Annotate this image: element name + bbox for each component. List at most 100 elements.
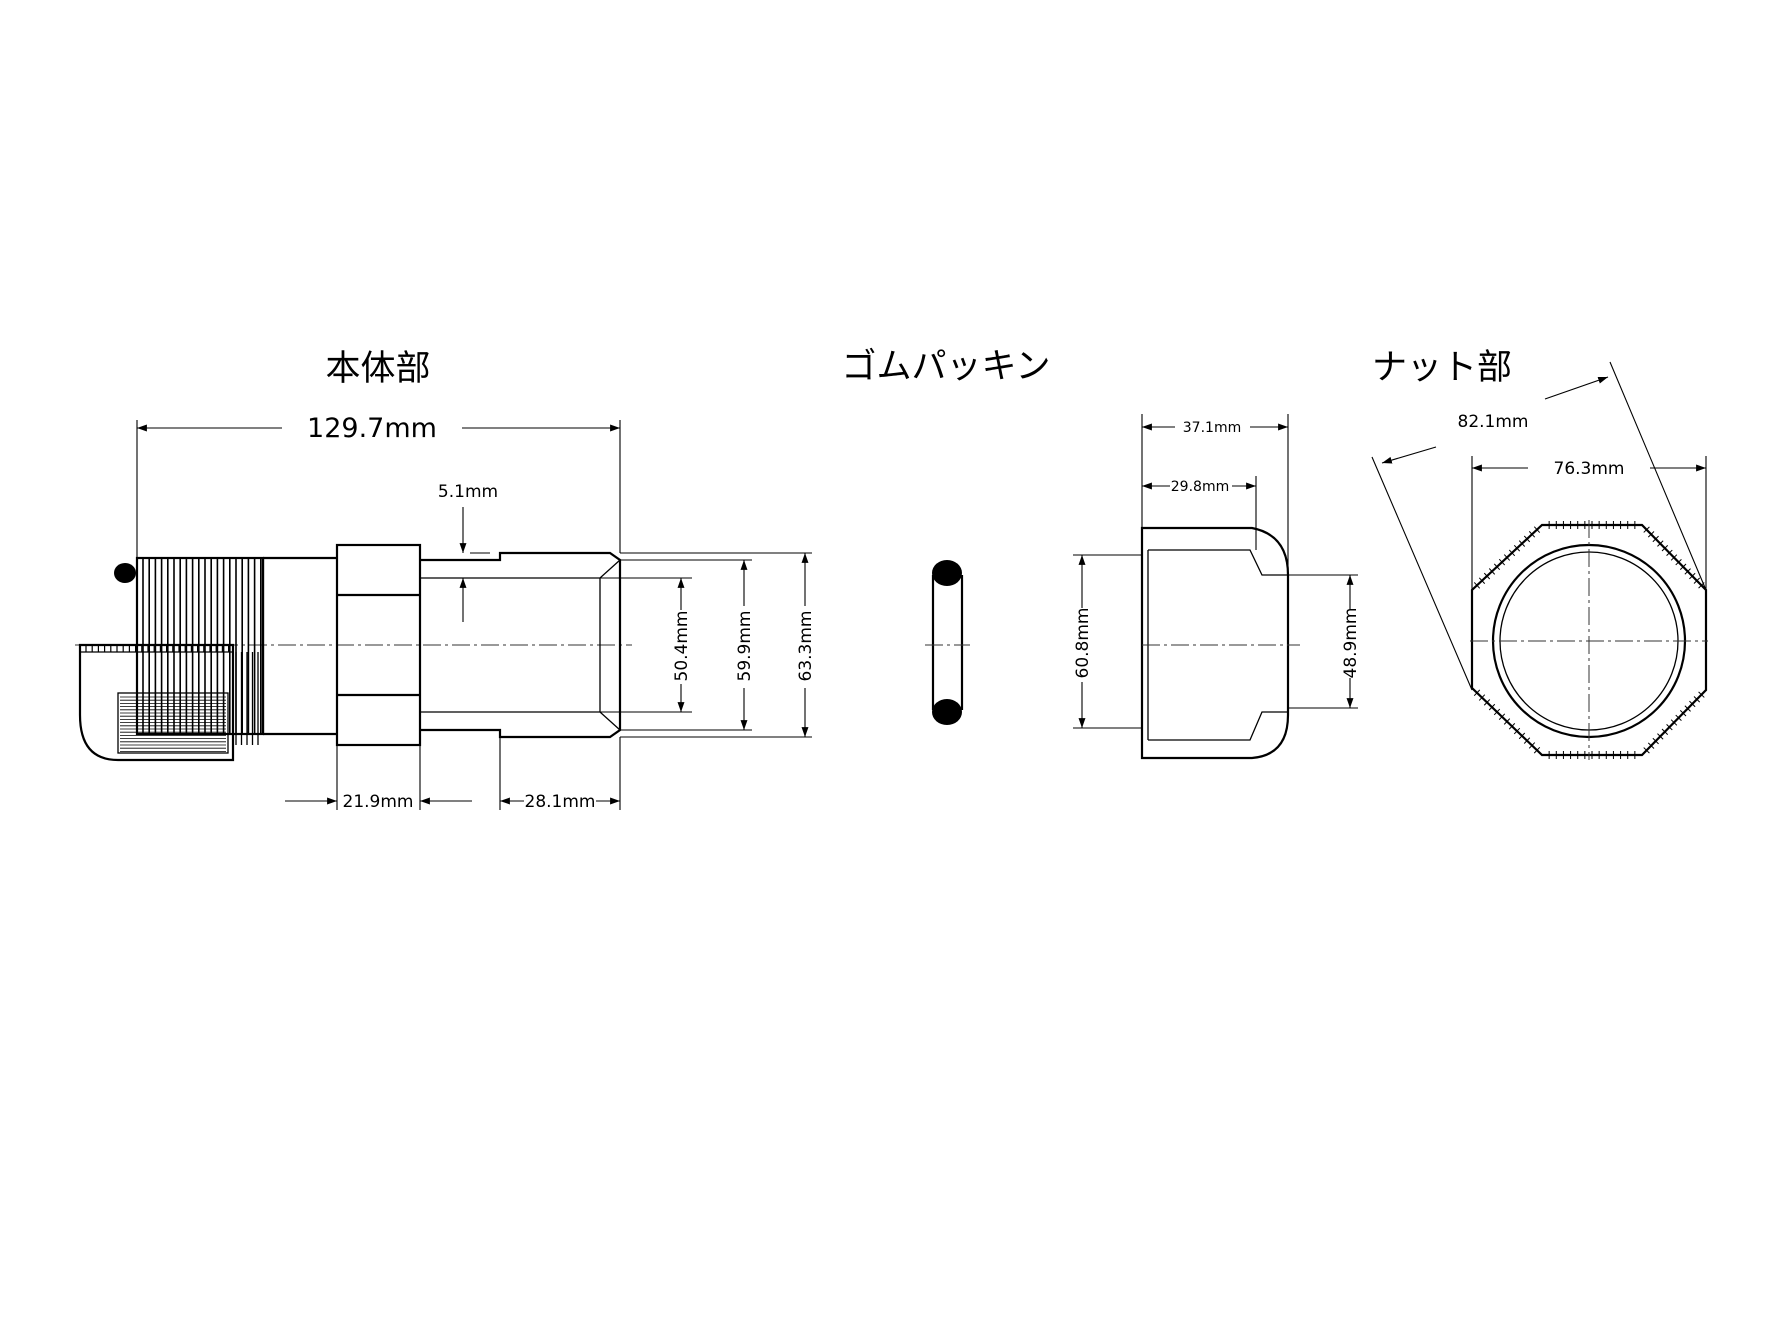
cap-hatch-box [117, 692, 229, 754]
nut-side-bore [1148, 549, 1288, 741]
nut-corners-label: 82.1mm [1458, 412, 1529, 432]
serration-tick [1684, 705, 1691, 712]
body-thickness-extension [470, 552, 490, 579]
body-id2-extension [620, 559, 752, 731]
serration-tick [1503, 554, 1511, 561]
serration-tick [1518, 732, 1526, 740]
body-cutaway-cap [78, 643, 235, 762]
nut-length-label: 37.1mm [1183, 420, 1241, 436]
body-id1-extension [600, 577, 692, 713]
serration-tick [1693, 696, 1701, 703]
serration-tick [1679, 563, 1687, 570]
serration-tick [1675, 558, 1682, 566]
gasket-ring-side [931, 575, 964, 710]
serration-tick [1513, 727, 1521, 735]
serration-tick [1483, 572, 1491, 580]
serration-tick [1488, 703, 1496, 711]
serration-tick [1652, 535, 1659, 543]
serration-tick [1473, 689, 1481, 697]
serration-tick [1657, 540, 1664, 547]
serration-tick [1508, 549, 1516, 557]
nut-corners-arrow-left [1381, 446, 1437, 464]
serration-tick [1689, 700, 1696, 708]
body-length-extension [136, 420, 621, 560]
gasket-drawing [925, 560, 970, 725]
cap-hatch-lines [120, 696, 226, 752]
nut-title: ナット部 [1372, 348, 1512, 388]
serration-tick [1684, 568, 1691, 575]
body-od-extension [620, 552, 812, 738]
serration-tick [1675, 714, 1682, 722]
serration-tick [1679, 710, 1687, 717]
body-id2-label: 59.9mm [735, 611, 755, 682]
serration-tick [1652, 737, 1659, 745]
nut-corners-extension [1371, 361, 1707, 691]
cap-thread-right-lines [235, 652, 259, 745]
serration-tick [1523, 737, 1531, 744]
body-knob [114, 563, 136, 583]
serration-tick [1478, 577, 1486, 584]
serration-tick [1670, 719, 1678, 726]
body-od-label: 63.3mm [796, 611, 816, 682]
serration-tick [1523, 535, 1531, 543]
serration-tick [1533, 746, 1541, 754]
nut-front-drawing: 76.3mm 82.1mm [1371, 361, 1708, 760]
serration-tick [1647, 531, 1655, 538]
body-hex-faces [337, 593, 420, 697]
serration-tick [1508, 723, 1516, 730]
body-id1-label: 50.4mm [672, 611, 692, 682]
serration-tick [1513, 544, 1521, 552]
nut-edge-serrations [1473, 521, 1705, 759]
serration-tick [1689, 572, 1696, 580]
body-title: 本体部 [325, 349, 430, 389]
serration-tick [1661, 545, 1669, 552]
serration-tick [1533, 526, 1541, 533]
nut-inner-label: 29.8mm [1171, 479, 1229, 495]
serration-tick [1670, 554, 1678, 561]
serration-tick [1503, 718, 1511, 725]
serration-tick [1528, 531, 1536, 538]
nut-front-centerlines [1470, 520, 1708, 760]
serration-tick [1483, 699, 1491, 706]
serration-tick [1518, 540, 1526, 547]
nut-octagon [1470, 523, 1708, 757]
gasket-top-section [932, 560, 962, 586]
serration-tick [1478, 694, 1486, 701]
serration-tick [1657, 733, 1664, 740]
cap-thread-top-lines [85, 645, 230, 652]
serration-tick [1488, 568, 1496, 575]
nut-od-label: 60.8mm [1073, 608, 1093, 679]
body-sleeve-label: 28.1mm [525, 792, 596, 812]
serration-tick [1661, 728, 1669, 735]
serration-tick [1473, 582, 1481, 589]
body-length-label: 129.7mm [307, 413, 437, 444]
serration-tick [1643, 526, 1650, 533]
serration-tick [1693, 577, 1701, 584]
nut-flats-extension [1471, 456, 1707, 590]
nut-id-extension [1288, 574, 1358, 709]
serration-tick [1647, 742, 1655, 749]
body-thickness-label: 5.1mm [438, 482, 498, 502]
nut-side-outline [1140, 526, 1290, 760]
nut-corners-arrow-right [1544, 376, 1609, 400]
serration-tick [1498, 713, 1506, 720]
nut-id-label: 48.9mm [1341, 608, 1361, 679]
serration-tick [1698, 691, 1705, 698]
serration-tick [1666, 723, 1673, 731]
gasket-bottom-section [932, 699, 962, 725]
serration-tick [1498, 558, 1506, 566]
gasket-title: ゴムパッキン [842, 347, 1051, 387]
serration-tick [1528, 742, 1536, 749]
body-hex-flange [335, 543, 422, 747]
body-part-drawing: 129.7mm 5.1mm 50.4mm 59.9mm 63.3mm 21.9m… [75, 413, 816, 812]
serration-tick [1666, 549, 1673, 557]
nut-flats-label: 76.3mm [1554, 459, 1625, 479]
body-neck [261, 556, 337, 736]
serration-tick [1643, 747, 1650, 754]
serration-tick [1493, 708, 1501, 716]
serration-tick [1493, 563, 1501, 571]
nut-length-extension [1141, 414, 1289, 575]
body-hex-width-label: 21.9mm [343, 792, 414, 812]
nut-side-drawing: 37.1mm 29.8mm 60.8mm 48.9mm [1073, 414, 1361, 760]
